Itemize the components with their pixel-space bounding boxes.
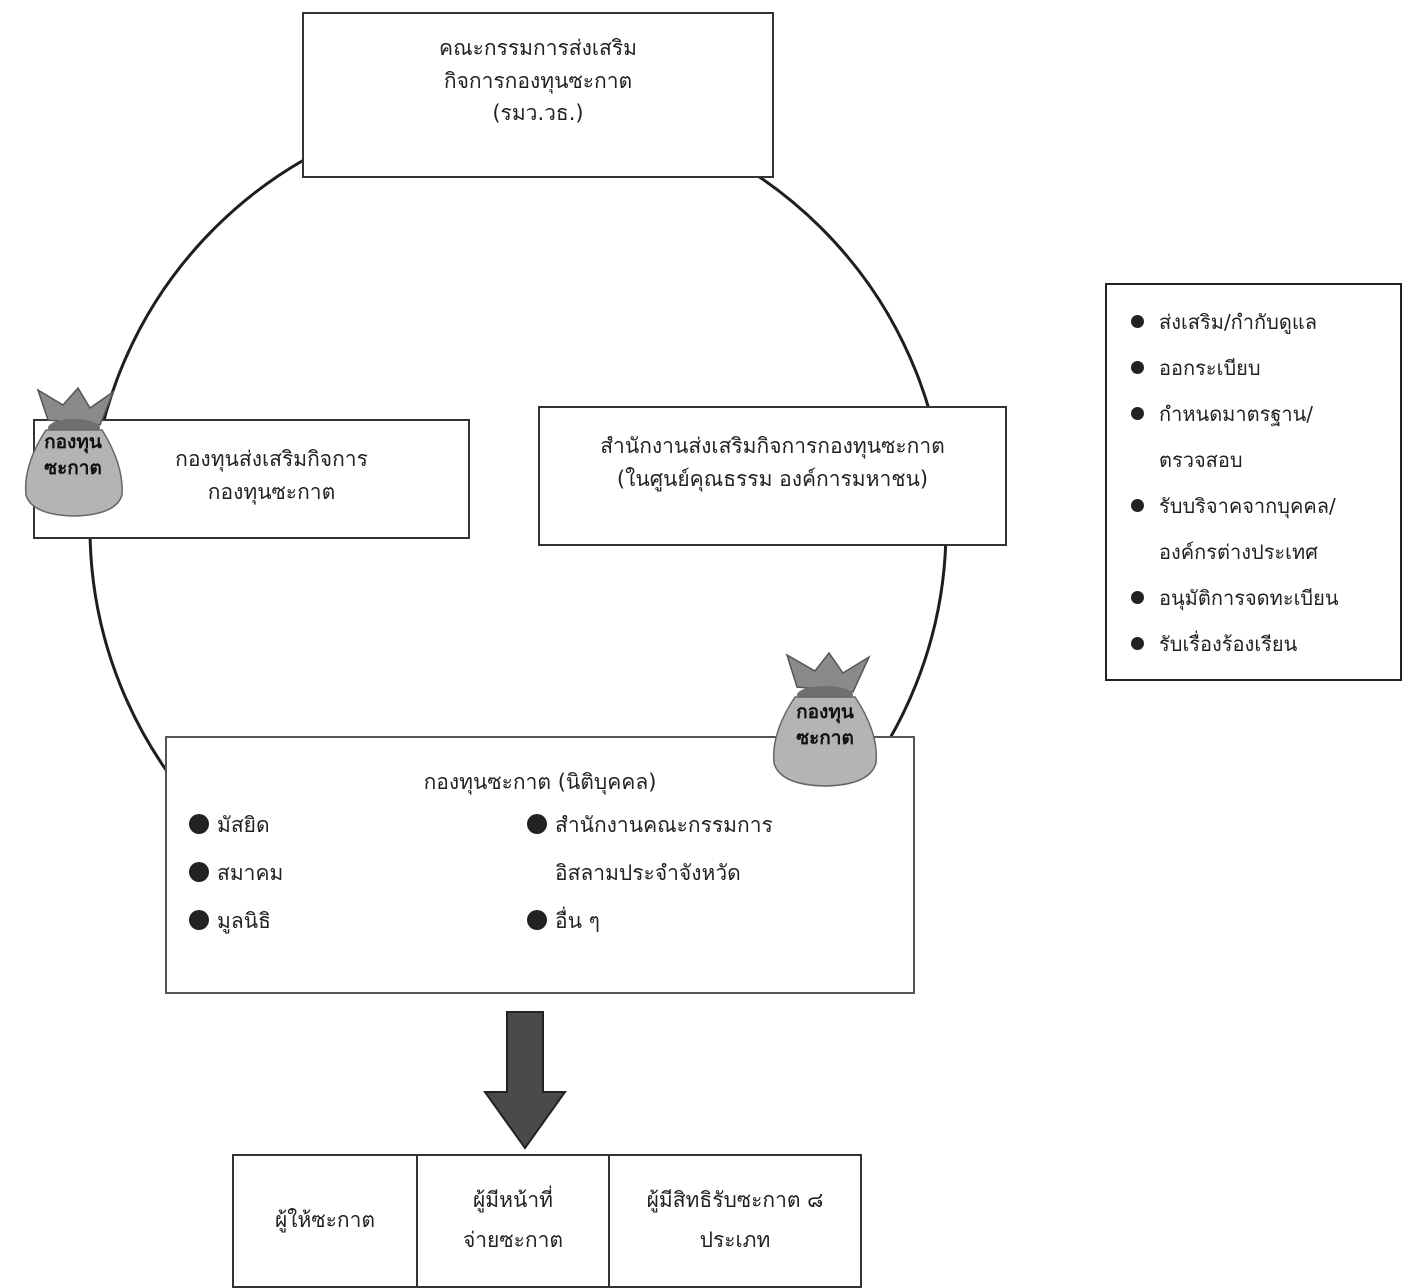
zakat-fund-title: กองทุนซะกาต (นิติบุคคล): [423, 770, 657, 794]
list-item: สำนักงานคณะกรรมการอิสลามประจำจังหวัด: [527, 801, 773, 897]
bag-label-line2: ซะกาต: [44, 456, 102, 479]
zakat-recipient-cell: ผู้มีสิทธิรับซะกาต ๘ ประเภท: [608, 1154, 862, 1288]
bullet-icon: [189, 862, 209, 882]
list-item: มูลนิธิ: [189, 897, 283, 945]
bullet-icon: [1131, 591, 1144, 604]
list-item-label: สำนักงานคณะกรรมการ: [555, 813, 773, 837]
list-item-label: มูลนิธิ: [217, 909, 271, 933]
list-item-label: สมาคม: [217, 861, 284, 885]
list-item-label: รับบริจาคจากบุคคล/: [1159, 494, 1336, 518]
zakat-payer-line1: ผู้มีหน้าที่: [473, 1188, 553, 1213]
zakat-fund-left-list: มัสยิด สมาคม มูลนิธิ: [189, 801, 283, 945]
list-item-label-cont: องค์กรต่างประเทศ: [1159, 540, 1318, 564]
zakat-recipient-line2: ประเภท: [699, 1228, 771, 1252]
bullet-icon: [1131, 407, 1144, 420]
bullet-icon: [189, 910, 209, 930]
list-item-label: ส่งเสริม/กำกับดูแล: [1159, 310, 1317, 334]
bag-label-line1: กองทุน: [796, 701, 854, 723]
bag-label-line2: ซะกาต: [796, 726, 854, 749]
list-item: ออกระเบียบ: [1129, 345, 1339, 391]
committee-line2: กิจการกองทุนซะกาต: [443, 68, 633, 93]
list-item: กำหนดมาตรฐาน/ตรวจสอบ: [1129, 391, 1339, 483]
bag-shape: [772, 651, 878, 787]
duties-list: ส่งเสริม/กำกับดูแล ออกระเบียบ กำหนดมาตรฐ…: [1129, 299, 1339, 667]
list-item: สมาคม: [189, 849, 283, 897]
list-item-label: กำหนดมาตรฐาน/: [1159, 402, 1314, 426]
list-item-label: มัสยิด: [217, 813, 270, 837]
bullet-icon: [527, 814, 547, 834]
office-line2: (ในศูนย์คุณธรรม องค์การมหาชน): [616, 466, 929, 491]
list-item-label: รับเรื่องร้องเรียน: [1159, 632, 1298, 656]
money-bag-icon: กองทุน ซะกาต: [765, 645, 885, 790]
zakat-giver-cell: ผู้ให้ซะกาต: [232, 1154, 418, 1288]
bullet-icon: [1131, 637, 1144, 650]
duties-box: ส่งเสริม/กำกับดูแล ออกระเบียบ กำหนดมาตรฐ…: [1105, 283, 1402, 681]
zakat-payer-cell: ผู้มีหน้าที่ จ่ายซะกาต: [416, 1154, 610, 1288]
zakat-fund-right-list: สำนักงานคณะกรรมการอิสลามประจำจังหวัด อื่…: [527, 801, 773, 945]
zakat-payer-line2: จ่ายซะกาต: [462, 1228, 564, 1252]
bag-label-line1: กองทุน: [44, 431, 102, 453]
committee-box: คณะกรรมการส่งเสริม กิจการกองทุนซะกาต (รม…: [302, 12, 774, 178]
bullet-icon: [1131, 361, 1144, 374]
down-arrow-icon: [483, 1011, 567, 1150]
list-item-label: อื่น ๆ: [555, 909, 600, 933]
list-item: อนุมัติการจดทะเบียน: [1129, 575, 1339, 621]
list-item: มัสยิด: [189, 801, 283, 849]
bag-shape: [24, 386, 123, 517]
committee-line1: คณะกรรมการส่งเสริม: [439, 36, 637, 60]
bullet-icon: [527, 910, 547, 930]
list-item-label: ออกระเบียบ: [1159, 356, 1261, 380]
list-item-label: อนุมัติการจดทะเบียน: [1159, 586, 1339, 610]
zakat-giver-label: ผู้ให้ซะกาต: [274, 1208, 376, 1233]
list-item: ส่งเสริม/กำกับดูแล: [1129, 299, 1339, 345]
money-bag-icon: กองทุน ซะกาต: [18, 380, 128, 520]
bullet-icon: [1131, 499, 1144, 512]
list-item-label-cont: ตรวจสอบ: [1159, 448, 1243, 472]
bullet-icon: [189, 814, 209, 834]
list-item: อื่น ๆ: [527, 897, 773, 945]
promotion-fund-line1: กองทุนส่งเสริมกิจการ: [175, 447, 368, 471]
list-item: รับบริจาคจากบุคคล/องค์กรต่างประเทศ: [1129, 483, 1339, 575]
office-line1: สำนักงานส่งเสริมกิจการกองทุนซะกาต: [600, 434, 945, 458]
promotion-fund-line2: กองทุนซะกาต: [207, 479, 336, 504]
committee-line3: (รมว.วธ.): [492, 101, 584, 126]
zakat-recipient-line1: ผู้มีสิทธิรับซะกาต ๘: [646, 1188, 824, 1213]
bullet-icon: [1131, 315, 1144, 328]
office-box: สำนักงานส่งเสริมกิจการกองทุนซะกาต (ในศูน…: [538, 406, 1007, 546]
list-item: รับเรื่องร้องเรียน: [1129, 621, 1339, 667]
list-item-label-cont: อิสลามประจำจังหวัด: [555, 861, 741, 885]
